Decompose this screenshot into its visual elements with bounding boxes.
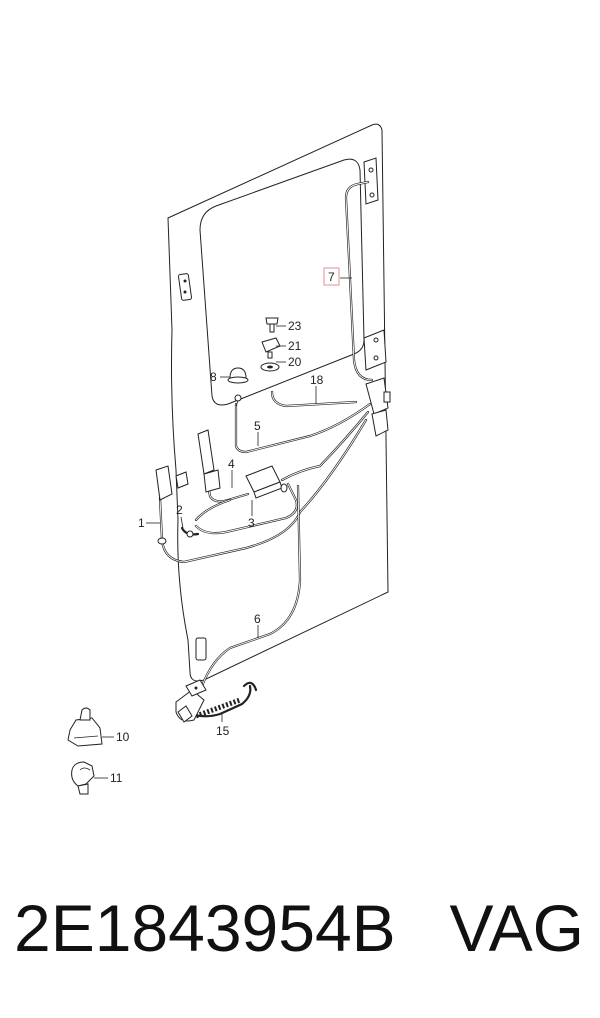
part-11-clip (71, 761, 95, 795)
callout-23: 23 (288, 319, 302, 333)
callout-labels: 1 2 3 4 5 6 7 8 10 11 15 18 20 21 23 (110, 267, 340, 785)
callout-20: 20 (288, 355, 302, 369)
callout-10: 10 (116, 730, 130, 744)
callout-7: 7 (328, 270, 335, 284)
callout-15: 15 (216, 724, 230, 738)
brand-name: VAG (449, 891, 584, 965)
part-number: 2E1843954B (14, 891, 396, 965)
callout-4: 4 (228, 457, 235, 471)
leader-lines (94, 277, 352, 779)
callout-21: 21 (288, 339, 302, 353)
callout-6: 6 (254, 612, 261, 626)
components (155, 317, 391, 723)
wiring-harness-diagram: 1 2 3 4 5 6 7 8 10 11 15 18 20 21 23 (67, 123, 391, 795)
part-10-clip (67, 707, 103, 747)
part-info-footer: 2E1843954B VAG (0, 885, 600, 995)
wiring-harness (158, 180, 374, 722)
callout-18: 18 (310, 373, 324, 387)
door-panel (167, 123, 389, 682)
callout-2: 2 (176, 503, 183, 517)
callout-1: 1 (138, 516, 145, 530)
callout-8: 8 (210, 370, 217, 384)
callout-7-highlight (323, 267, 340, 286)
callout-5: 5 (254, 419, 261, 433)
callout-11: 11 (110, 771, 123, 785)
callout-3: 3 (248, 516, 255, 530)
